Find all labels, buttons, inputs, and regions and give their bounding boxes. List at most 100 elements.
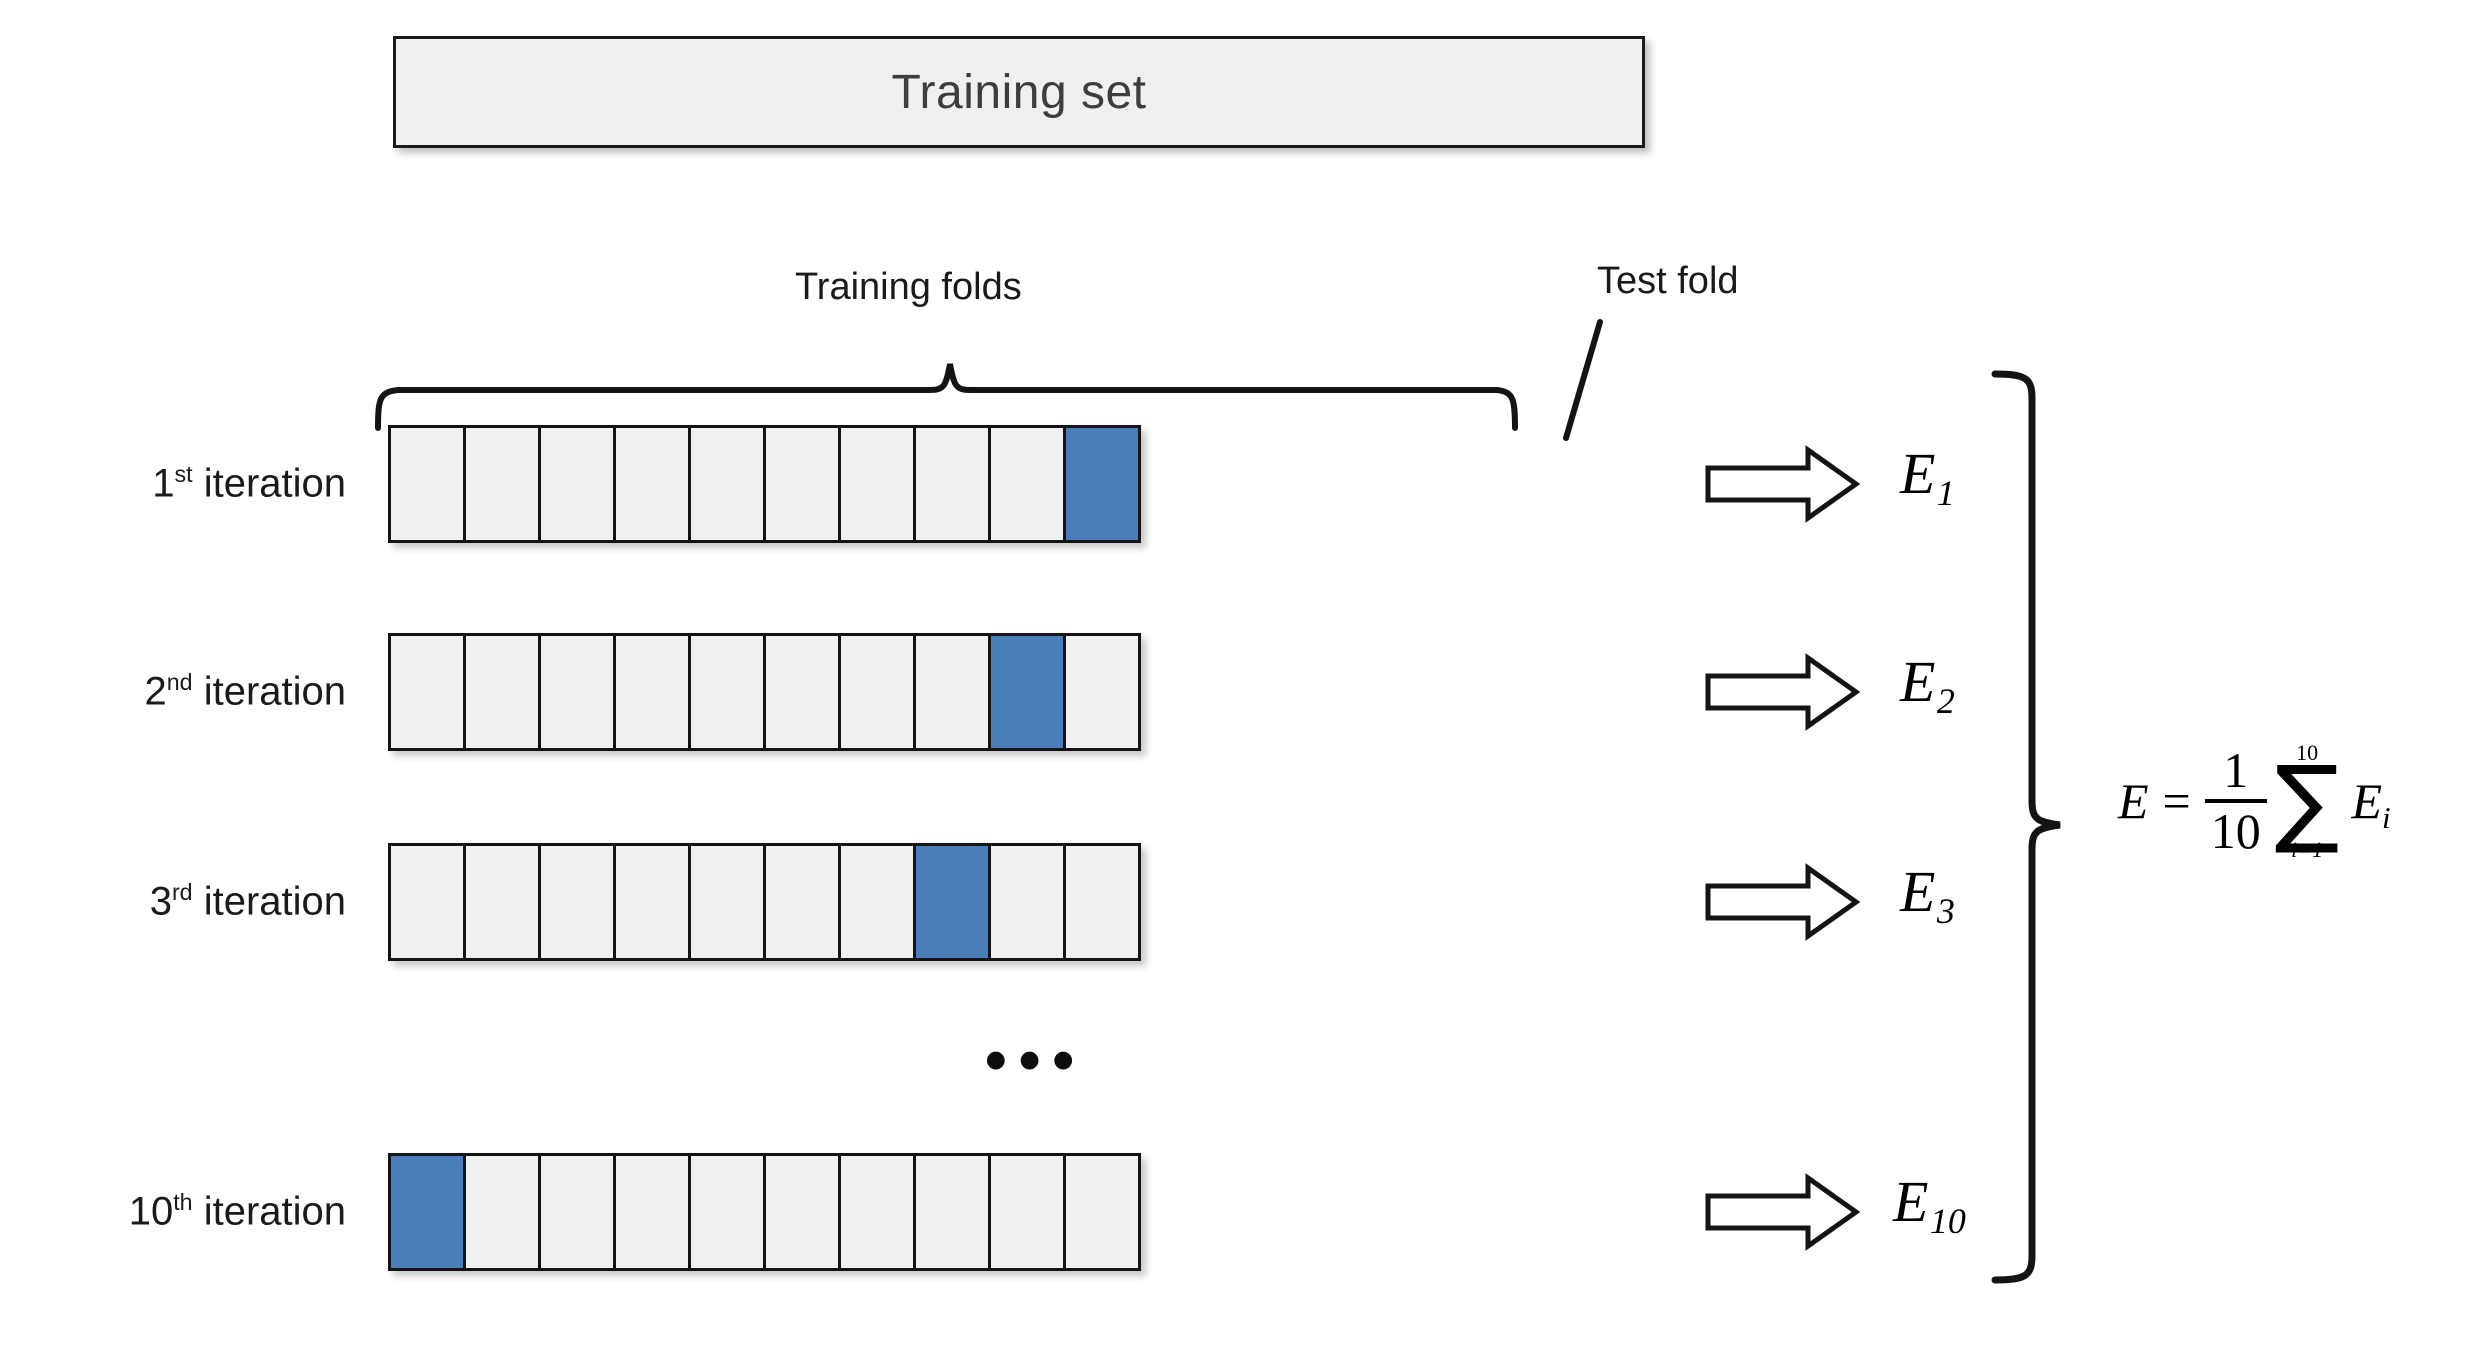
test-fold-cell[interactable] bbox=[913, 843, 991, 961]
formula-fraction-bar bbox=[2204, 799, 2267, 804]
fold-cell[interactable] bbox=[763, 425, 841, 543]
iteration-row-2-label: 2nd iteration bbox=[145, 670, 346, 715]
block-arrow-row-1 bbox=[1705, 445, 1861, 523]
ellipsis-indicator: ••• bbox=[985, 1026, 1087, 1095]
error-label-2-base: E bbox=[1900, 649, 1936, 714]
iteration-row-10-label: 10th iteration bbox=[129, 1190, 346, 1235]
fold-cell[interactable] bbox=[613, 1153, 691, 1271]
error-label-1-sub: 1 bbox=[1936, 472, 1955, 513]
fold-strip-1 bbox=[388, 425, 1141, 543]
formula-term-base: E bbox=[2351, 773, 2382, 830]
fold-cell[interactable] bbox=[388, 633, 466, 751]
aggregate-brace bbox=[1991, 370, 2061, 1284]
fold-cell[interactable] bbox=[538, 633, 616, 751]
fold-cell[interactable] bbox=[688, 425, 766, 543]
fold-cell[interactable] bbox=[388, 843, 466, 961]
fold-cell[interactable] bbox=[688, 1153, 766, 1271]
fold-cell[interactable] bbox=[463, 633, 541, 751]
fold-cell[interactable] bbox=[538, 1153, 616, 1271]
block-arrow-row-2 bbox=[1705, 653, 1861, 731]
error-label-1-base: E bbox=[1900, 441, 1936, 506]
fold-cell[interactable] bbox=[988, 843, 1066, 961]
fold-cell[interactable] bbox=[763, 633, 841, 751]
test-fold-cell[interactable] bbox=[1063, 425, 1141, 543]
test-fold-cell[interactable] bbox=[988, 633, 1066, 751]
formula-fraction-denominator: 10 bbox=[2210, 803, 2261, 860]
fold-strip-10 bbox=[388, 1153, 1141, 1271]
fold-cell[interactable] bbox=[1063, 633, 1141, 751]
formula-term: Ei bbox=[2351, 772, 2390, 834]
fold-cell[interactable] bbox=[613, 425, 691, 543]
error-label-10-sub: 10 bbox=[1929, 1200, 1966, 1241]
iteration-row-3-number: 3 bbox=[149, 879, 172, 924]
iteration-row-10-ordinal: th bbox=[173, 1189, 193, 1216]
iteration-row-3: 3rd iteration bbox=[150, 843, 1141, 961]
fold-cell[interactable] bbox=[913, 633, 991, 751]
fold-cell[interactable] bbox=[538, 843, 616, 961]
iteration-row-10-suffix: iteration bbox=[192, 1189, 346, 1234]
error-label-3-sub: 3 bbox=[1936, 890, 1955, 931]
training-set-label: Training set bbox=[891, 65, 1147, 119]
iteration-row-3-ordinal: rd bbox=[171, 879, 193, 906]
formula-fraction-numerator: 1 bbox=[2223, 742, 2249, 799]
fold-cell[interactable] bbox=[1063, 843, 1141, 961]
fold-cell[interactable] bbox=[1063, 1153, 1141, 1271]
formula-sum-lower-limit: i=1 bbox=[2291, 836, 2324, 862]
iteration-row-3-label: 3rd iteration bbox=[150, 880, 346, 925]
training-set-box: Training set bbox=[393, 36, 1645, 148]
fold-cell[interactable] bbox=[838, 843, 916, 961]
fold-cell[interactable] bbox=[688, 843, 766, 961]
block-arrow-row-4 bbox=[1705, 1173, 1861, 1251]
training-folds-label: Training folds bbox=[795, 266, 1022, 308]
fold-cell[interactable] bbox=[838, 1153, 916, 1271]
fold-cell[interactable] bbox=[763, 1153, 841, 1271]
fold-cell[interactable] bbox=[463, 425, 541, 543]
fold-cell[interactable] bbox=[988, 1153, 1066, 1271]
error-label-3: E3 bbox=[1900, 858, 1955, 931]
fold-strip-3 bbox=[388, 843, 1141, 961]
training-folds-brace bbox=[375, 363, 1518, 431]
fold-cell[interactable] bbox=[838, 425, 916, 543]
fold-cell[interactable] bbox=[913, 1153, 991, 1271]
fold-cell[interactable] bbox=[538, 425, 616, 543]
iteration-row-1-label: 1st iteration bbox=[152, 462, 346, 507]
iteration-row-10-number: 10 bbox=[128, 1189, 174, 1234]
iteration-row-2-suffix: iteration bbox=[192, 669, 346, 714]
aggregate-error-formula: E = 1 10 10 ∑ i=1 Ei bbox=[2118, 742, 2391, 861]
iteration-row-1-ordinal: st bbox=[174, 461, 193, 488]
formula-term-sub: i bbox=[2381, 799, 2391, 835]
fold-cell[interactable] bbox=[988, 425, 1066, 543]
fold-cell[interactable] bbox=[688, 633, 766, 751]
iteration-row-2-number: 2 bbox=[144, 669, 167, 714]
iteration-row-1: 1st iteration bbox=[152, 425, 1141, 543]
test-fold-label: Test fold bbox=[1597, 260, 1739, 302]
test-fold-leader-line bbox=[1563, 319, 1603, 441]
error-label-2-sub: 2 bbox=[1936, 680, 1955, 721]
iteration-row-3-suffix: iteration bbox=[192, 879, 346, 924]
test-fold-cell[interactable] bbox=[388, 1153, 466, 1271]
sigma-icon: ∑ bbox=[2274, 745, 2340, 857]
formula-lhs: E bbox=[2118, 773, 2149, 830]
error-label-3-base: E bbox=[1900, 859, 1936, 924]
error-label-10: E10 bbox=[1893, 1168, 1966, 1241]
fold-cell[interactable] bbox=[763, 843, 841, 961]
fold-cell[interactable] bbox=[613, 633, 691, 751]
error-label-2: E2 bbox=[1900, 648, 1955, 721]
fold-cell[interactable] bbox=[388, 425, 466, 543]
formula-sum-upper-limit: 10 bbox=[2296, 740, 2319, 765]
fold-cell[interactable] bbox=[463, 843, 541, 961]
fold-cell[interactable] bbox=[613, 843, 691, 961]
iteration-row-1-suffix: iteration bbox=[192, 461, 346, 506]
fold-cell[interactable] bbox=[913, 425, 991, 543]
fold-strip-2 bbox=[388, 633, 1141, 751]
fold-cell[interactable] bbox=[838, 633, 916, 751]
formula-fraction: 1 10 bbox=[2204, 742, 2267, 860]
block-arrow-row-3 bbox=[1705, 863, 1861, 941]
iteration-row-2-ordinal: nd bbox=[166, 669, 193, 696]
formula-summation: 10 ∑ i=1 bbox=[2275, 742, 2340, 861]
fold-cell[interactable] bbox=[463, 1153, 541, 1271]
formula-equals: = bbox=[2162, 773, 2191, 830]
error-label-10-base: E bbox=[1893, 1169, 1929, 1234]
